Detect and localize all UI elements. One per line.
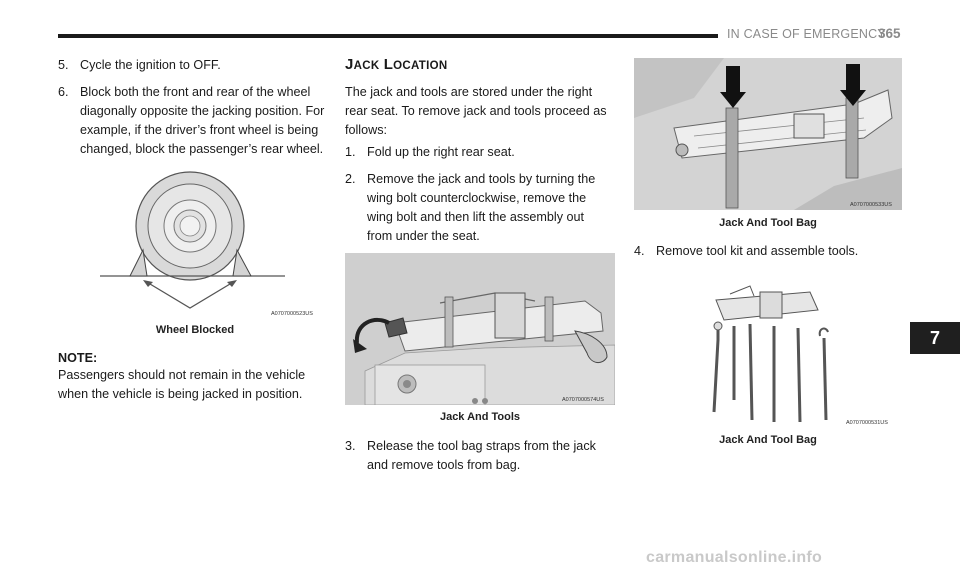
text-line: diagonally opposite the jacking position… xyxy=(80,104,325,118)
step-text: Remove the jack and tools by turning the… xyxy=(367,170,595,246)
text-line: The jack and tools are stored under the … xyxy=(345,85,593,99)
text-line: Remove the jack and tools by turning the xyxy=(367,172,596,186)
step-6: 6. Block both the front and rear of the … xyxy=(58,83,338,163)
text-line: follows: xyxy=(345,123,387,137)
text-line: rear seat. To remove jack and tools proc… xyxy=(345,104,607,118)
text-line: Release the tool bag straps from the jac… xyxy=(367,439,596,453)
note-label: NOTE: xyxy=(58,351,98,365)
text-line: when the vehicle is being jacked in posi… xyxy=(58,387,303,401)
note-text: Passengers should not remain in the vehi… xyxy=(58,366,338,404)
text-line: wing bolt counterclockwise, remove the xyxy=(367,191,587,205)
jack-and-tool-bag-illustration: A0707000533US xyxy=(634,58,902,210)
header-rule xyxy=(58,34,718,38)
text-line: and remove tools from bag. xyxy=(367,458,521,472)
watermark: carmanualsonline.info xyxy=(646,549,823,566)
step-text: Remove tool kit and assemble tools. xyxy=(656,244,859,258)
text-line: example, if the driver’s front wheel is … xyxy=(80,123,319,137)
tool-kit-illustration: A0707000531US xyxy=(712,285,888,426)
text-line: from under the seat. xyxy=(367,229,480,243)
step-text: Release the tool bag straps from the jac… xyxy=(367,437,596,475)
figure-code: A0707000523US xyxy=(271,311,313,317)
step-1: 1. Fold up the right rear seat. xyxy=(345,143,625,163)
step-number: 5. xyxy=(58,58,69,72)
figure-code: A0707000574US xyxy=(562,397,604,403)
step-text: Block both the front and rear of the whe… xyxy=(80,83,324,159)
figure-code: A0707000531US xyxy=(846,420,888,426)
page-number: 365 xyxy=(878,26,901,41)
text-line: Passengers should not remain in the vehi… xyxy=(58,368,306,382)
section-title: IN CASE OF EMERGENCY xyxy=(727,27,886,41)
step-5: 5. Cycle the ignition to OFF. xyxy=(58,56,338,76)
text-line: Block both the front and rear of the whe… xyxy=(80,85,311,99)
chapter-tab[interactable]: 7 xyxy=(910,322,960,354)
text-line: wing bolt and then lift the assembly out xyxy=(367,210,585,224)
figure-caption: Jack And Tool Bag xyxy=(719,434,817,446)
figure-code: A0707000533US xyxy=(850,202,892,208)
figure-caption: Wheel Blocked xyxy=(155,324,235,336)
figure-caption: Jack And Tools xyxy=(439,411,521,423)
step-text: Cycle the ignition to OFF. xyxy=(80,58,221,72)
step-4: 4. Remove tool kit and assemble tools. xyxy=(634,242,914,262)
step-number: 1. xyxy=(345,145,356,159)
step-number: 2. xyxy=(345,172,356,186)
step-number: 6. xyxy=(58,85,69,99)
figure-caption: Jack And Tool Bag xyxy=(719,217,817,229)
step-number: 3. xyxy=(345,439,356,453)
section-heading: JACK LOCATION xyxy=(345,56,448,73)
intro-paragraph: The jack and tools are stored under the … xyxy=(345,83,625,140)
wheel-blocked-illustration: A0707000523US xyxy=(100,171,313,317)
step-number: 4. xyxy=(634,244,645,258)
jack-and-tools-illustration: A0707000574US xyxy=(345,253,615,405)
step-text: Fold up the right rear seat. xyxy=(367,145,515,159)
step-2: 2. Remove the jack and tools by turning … xyxy=(345,170,625,250)
step-3: 3. Release the tool bag straps from the … xyxy=(345,437,625,477)
text-line: changed, block the passenger’s rear whee… xyxy=(80,142,324,156)
